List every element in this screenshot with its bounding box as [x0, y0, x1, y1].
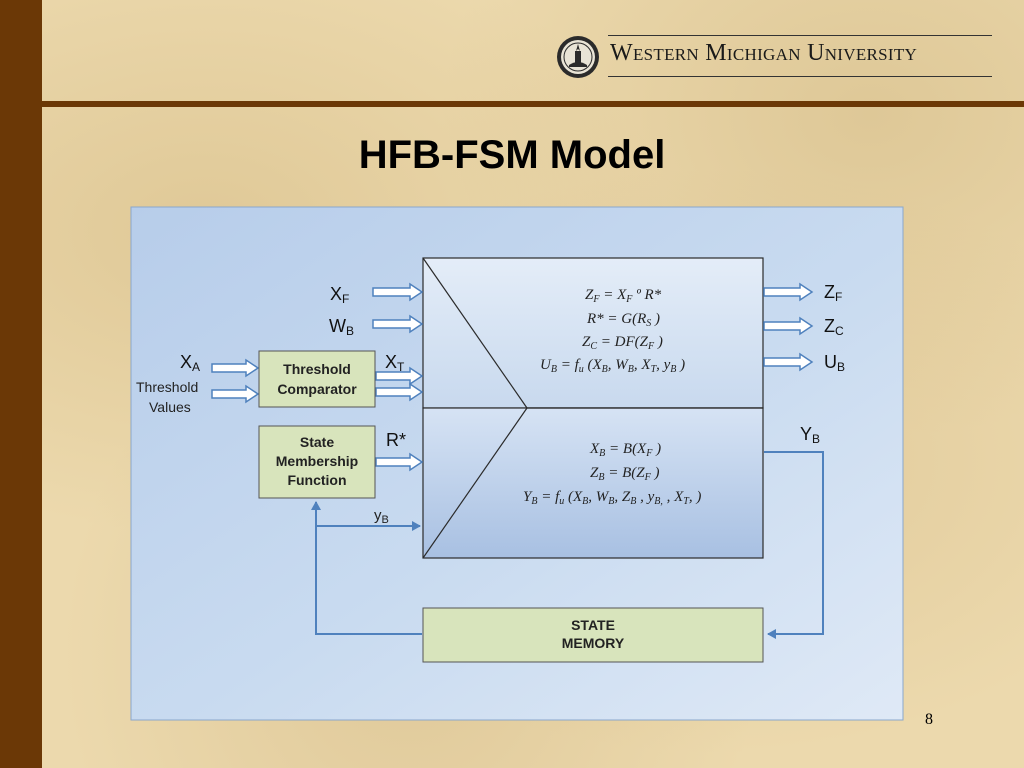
label-xa: XA — [180, 352, 200, 374]
slide-title: HFB-FSM Model — [358, 133, 666, 177]
arrow-xt-2 — [375, 382, 424, 402]
eq-yb: YB = fu (XB, WB, ZB , yB, , XT, ) — [523, 489, 701, 507]
arrow-rstar — [375, 452, 424, 472]
eq-ub: UB = fu (XB, WB, XT, yB ) — [540, 357, 685, 375]
label-wb: WB — [329, 316, 354, 338]
feedback-lines — [311, 451, 824, 639]
eq-xb: XB = B(XF ) — [589, 441, 661, 459]
arrow-zc — [763, 316, 814, 336]
line-memory-to-membership — [311, 501, 422, 635]
arrow-ub — [763, 352, 814, 372]
label-zf: ZF — [824, 282, 842, 304]
arrow-zf — [763, 282, 814, 302]
arrow-xt-1 — [375, 366, 424, 386]
left-brand-bar — [0, 0, 42, 768]
arrow-threshold-values — [211, 384, 260, 404]
label-yb-small: yB — [374, 507, 389, 526]
label-zc: ZC — [824, 316, 844, 338]
core-block — [422, 257, 764, 559]
state-memory-box: STATE MEMORY — [422, 607, 764, 663]
memory-label-2: MEMORY — [562, 635, 625, 651]
label-ub: UB — [824, 352, 845, 374]
label-yb: YB — [800, 424, 820, 446]
eq-zc: ZC = DF(ZF ) — [582, 334, 663, 352]
label-threshold-values-2: Values — [149, 399, 191, 415]
threshold-label-2: Comparator — [277, 381, 357, 397]
block-arrows — [211, 282, 814, 472]
membership-label-3: Function — [287, 472, 346, 488]
wmu-seal-icon — [557, 36, 599, 78]
threshold-comparator-box: Threshold Comparator — [258, 350, 376, 408]
eq-zb: ZB = B(ZF ) — [590, 465, 659, 483]
university-name: Western Michigan University — [610, 40, 918, 66]
eq-zf: ZF = XF º R* — [585, 287, 662, 305]
page-number: 8 — [925, 711, 933, 728]
memory-label-1: STATE — [571, 617, 615, 633]
state-membership-box: State Membership Function — [258, 425, 376, 499]
label-xf: XF — [330, 284, 349, 306]
lower-equations: XB = B(XF ) ZB = B(ZF ) YB = fu (XB, WB,… — [523, 441, 701, 507]
label-rstar: R* — [386, 430, 406, 450]
arrow-xf — [372, 282, 424, 302]
label-xt: XT — [385, 352, 405, 374]
university-rule-top — [608, 35, 992, 36]
label-threshold-values-1: Threshold — [136, 379, 198, 395]
eq-rstar: R* = G(RS ) — [586, 311, 660, 329]
signal-labels: XF WB XA Threshold Values XT R* yB ZF ZC… — [136, 282, 845, 526]
arrow-wb — [372, 314, 424, 334]
header-rule — [42, 101, 1024, 107]
line-yb-to-memory — [764, 451, 824, 639]
membership-label-1: State — [300, 434, 334, 450]
membership-label-2: Membership — [276, 453, 358, 469]
university-rule-bottom — [608, 76, 992, 77]
arrow-xa — [211, 358, 260, 378]
hfb-fsm-diagram: ZF = XF º R* R* = G(RS ) ZC = DF(ZF ) UB… — [130, 206, 904, 721]
threshold-label-1: Threshold — [283, 361, 351, 377]
upper-equations: ZF = XF º R* R* = G(RS ) ZC = DF(ZF ) UB… — [540, 287, 685, 375]
